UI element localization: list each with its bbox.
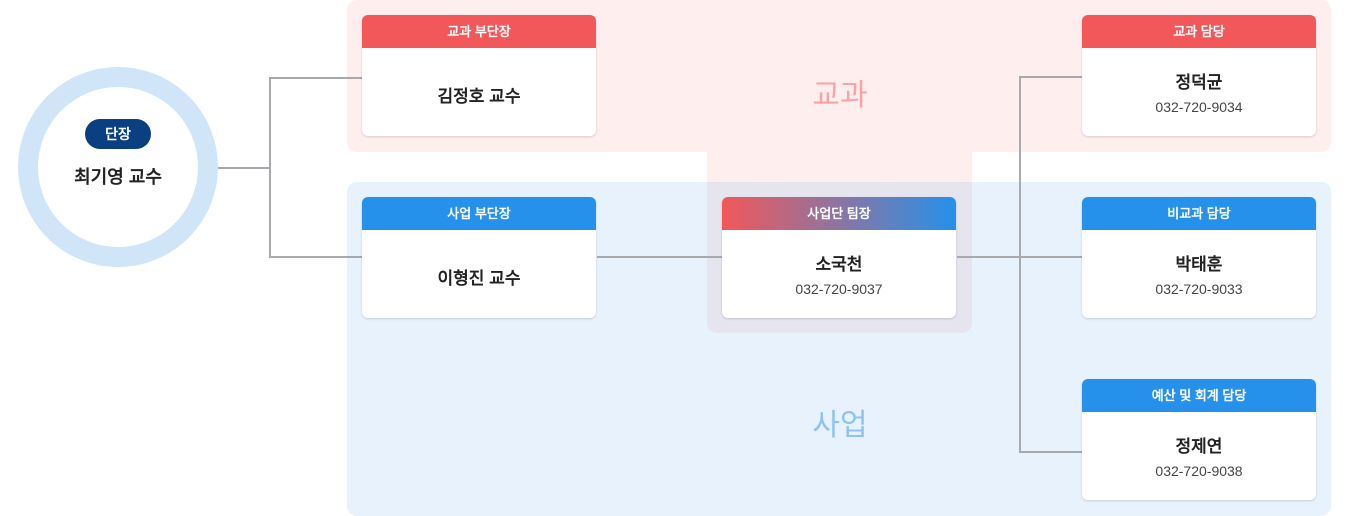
corner (697, 152, 707, 182)
card-extracurricular-staff: 비교과 담당 박태훈 032-720-9033 (1082, 197, 1316, 318)
card-name: 박태훈 (1175, 255, 1223, 274)
connector (269, 77, 362, 79)
card-phone: 032-720-9033 (1155, 281, 1243, 297)
card-role: 사업 부단장 (362, 197, 596, 230)
card-role: 비교과 담당 (1082, 197, 1316, 230)
region-label-business: 사업 (812, 409, 868, 442)
connector (269, 256, 362, 258)
card-budget-staff: 예산 및 회계 담당 정제연 032-720-9038 (1082, 379, 1316, 500)
region-label-curriculum: 교과 (812, 79, 868, 112)
card-phone: 032-720-9038 (1155, 463, 1243, 479)
connector (1019, 451, 1082, 453)
leader-badge: 단장 (85, 119, 151, 149)
card-name: 정덕균 (1175, 73, 1223, 92)
card-name: 이형진 교수 (437, 269, 521, 288)
corner (972, 152, 982, 182)
connector (218, 167, 270, 169)
connector (1019, 76, 1082, 78)
card-role: 교과 담당 (1082, 15, 1316, 48)
card-name: 소국천 (815, 255, 863, 274)
card-name: 정제연 (1175, 437, 1223, 456)
connector (597, 256, 722, 258)
card-role: 예산 및 회계 담당 (1082, 379, 1316, 412)
card-team-leader: 사업단 팀장 소국천 032-720-9037 (722, 197, 956, 318)
leader-name: 최기영 교수 (74, 167, 162, 187)
card-curriculum-staff: 교과 담당 정덕균 032-720-9034 (1082, 15, 1316, 136)
connector (269, 77, 271, 258)
leader-node: 단장 최기영 교수 (18, 67, 218, 267)
curriculum-region-column (707, 100, 972, 182)
card-phone: 032-720-9037 (795, 281, 883, 297)
card-role: 교과 부단장 (362, 15, 596, 48)
card-name: 김정호 교수 (437, 87, 521, 106)
card-vice-curriculum: 교과 부단장 김정호 교수 (362, 15, 596, 136)
card-phone: 032-720-9034 (1155, 99, 1243, 115)
connector (1019, 76, 1021, 453)
card-role: 사업단 팀장 (722, 197, 956, 230)
card-vice-business: 사업 부단장 이형진 교수 (362, 197, 596, 318)
